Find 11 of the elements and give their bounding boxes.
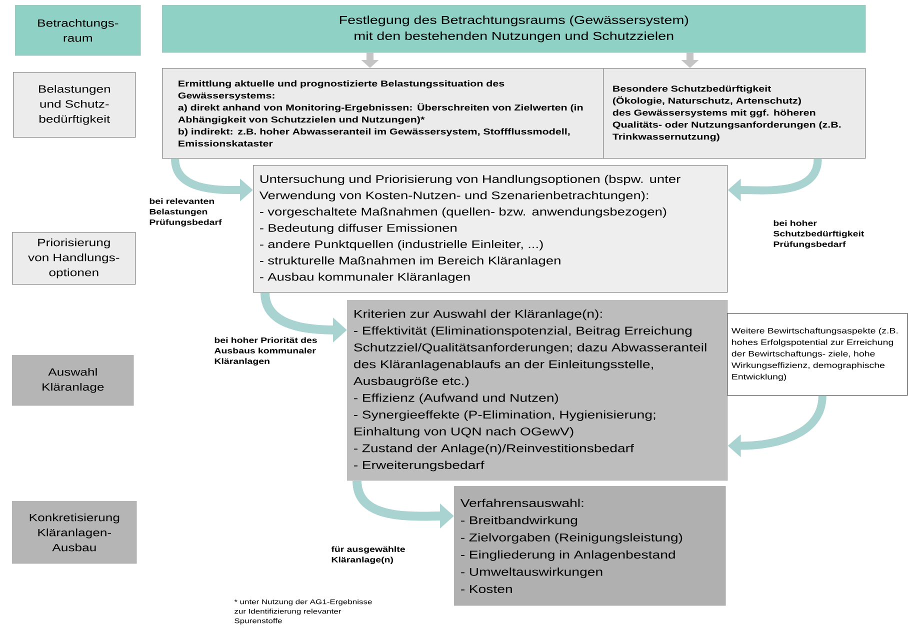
process-box: Verfahrensauswahl: - Breitbandwirkung - Zielvorgaben (Reinigungsleistung) - Eingliederung in Anlagenbestand - Umweltauswirkungen - Kosten [454, 486, 726, 606]
stage-box: Auswahl Kläranlage [12, 355, 134, 406]
process-box: Untersuchung und Priorisierung von Handlungsoptionen (bspw. unter Verwendung von Kosten-Nutzen- und Szenarienbetrachtungen): - vorgeschaltete Maßnahmen (quellen- bzw. anwendungsbezogen) - Bedeutung diffuser Emissionen - andere Punktquellen (industrielle Einleiter, ...) - strukturelle Maßnahmen im Bereich Kläranlagen - Ausbau kommunaler Kläranlagen [253, 165, 728, 293]
stage-box: Priorisierung von Handlungs- optionen [12, 232, 136, 285]
stage-box: Belastungen und Schutz- bedürftigkeit [13, 72, 136, 138]
stage-box: Konkretisierung Kläranlagen- Ausbau [12, 501, 137, 564]
process-box: Kriterien zur Auswahl der Kläranlage(n): - Effektivität (Eliminationspotenzial, Beitrag Erreichung Schutzziel/Qualitätsanforderungen; dazu Abwasseranteil des Kläranlagenablaufs an der Einleitungsstelle, Ausbaugröße etc.) - Effizienz (Aufwand und Nutzen) - Synergieeffekte (P-Elimination, Hygienisierung; Einhaltung von UQN nach OGewV) - Zustand der Anlage(n)/Reinvestitionsbedarf - Erweiterungsbedarf [347, 300, 728, 481]
process-box: Besondere Schutzbedürftigkeit (Ökologie, Naturschutz, Artenschutz) des Gewässersystems mit ggf. höheren Qualitäts- oder Nutzungsanforderungen (z.B. Trinkwassernutzung) [603, 68, 866, 159]
stage-box: Betrachtungs- raum [15, 5, 141, 56]
process-box: Ermittlung aktuelle und prognostizierte Belastungssituation des Gewässersystems: a) direkt anhand von Monitoring-Ergebnissen: Überschreiten von Zielwerten (in Abhängigkeit von Schutzzielen und Nutzungen)* b) indirekt: z.B. hoher Abwasseranteil im Gewässersystem, Stoffflussmodell, Emissionskataster [162, 68, 604, 159]
process-box: Festlegung des Betrachtungsraums (Gewässersystem) mit den bestehenden Nutzungen und Schutzzielen [162, 5, 866, 53]
